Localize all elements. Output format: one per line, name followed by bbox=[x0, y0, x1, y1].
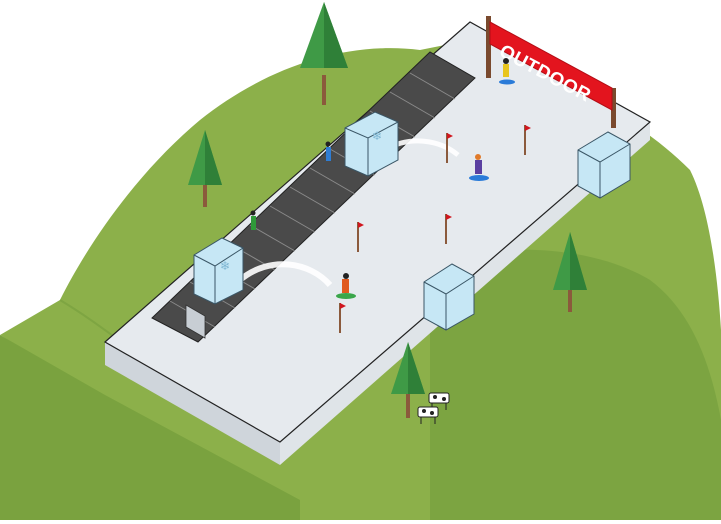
snowboarder bbox=[499, 58, 515, 85]
cow bbox=[417, 406, 439, 424]
snowflake-icon: ❄ bbox=[372, 129, 382, 143]
ice-cube-right bbox=[577, 131, 631, 199]
lift-rider bbox=[250, 210, 256, 230]
ice-cube-bottom bbox=[423, 263, 475, 331]
tree bbox=[553, 232, 587, 312]
tree bbox=[188, 130, 222, 207]
ice-cube-top-left: ❄ bbox=[344, 111, 399, 177]
tree bbox=[300, 2, 348, 105]
lift-rider bbox=[325, 141, 331, 161]
snowflake-icon: ❄ bbox=[220, 259, 230, 273]
cow bbox=[428, 392, 450, 410]
tree bbox=[391, 342, 425, 418]
snowboarder bbox=[336, 273, 356, 299]
ice-cube-mid-left: ❄ bbox=[193, 237, 244, 305]
snowboarder bbox=[469, 154, 489, 181]
